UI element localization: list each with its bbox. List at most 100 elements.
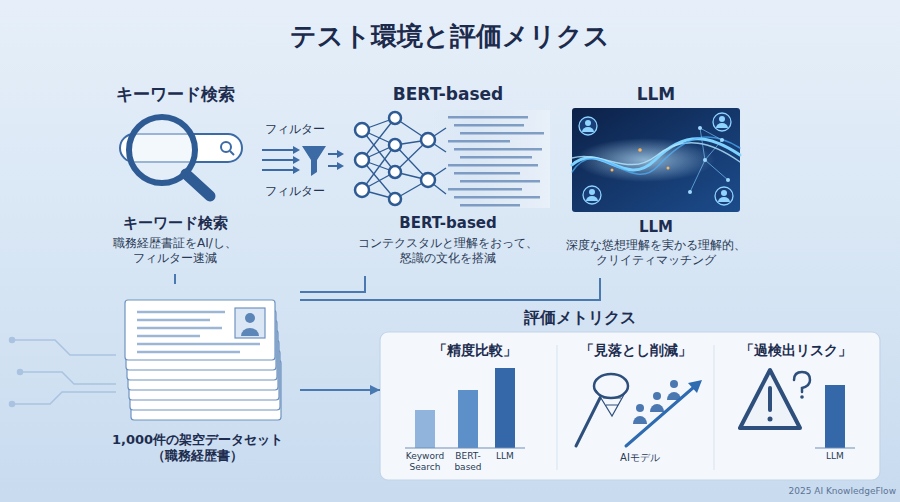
node-text: LLM: [815, 451, 855, 462]
node-text: 職務経歴書証をAI/し、 フィルター速減: [90, 236, 260, 266]
llm-image-part-part: [583, 186, 601, 204]
neural-network-part-part: [454, 196, 540, 199]
neural-network-part-part: [448, 188, 522, 191]
metric-section: 「精度比較」Keyword SearchBERT-basedLLM: [395, 338, 555, 478]
document-stack-part-part: [137, 335, 200, 338]
llm-image-part: [611, 148, 670, 171]
metrics-panel-frame-part: [380, 332, 880, 480]
document-stack: [125, 300, 281, 420]
node-heading: 「精度比較」: [395, 342, 555, 360]
node-text: コンテクスタルと理解をおって、 怒識の文化を搭減: [348, 236, 548, 266]
metrics-panel-frame-part: [714, 345, 715, 470]
watermark: 2025 AI KnowledgeFlow: [770, 486, 896, 497]
warning-icon-part: [800, 395, 804, 399]
llm-image-part-part: [698, 126, 702, 130]
document-stack-part: [137, 312, 260, 352]
neural-network-part-part: [448, 116, 528, 119]
connector: [300, 276, 365, 292]
filter-label: フィルター: [262, 122, 328, 137]
neural-network-part: [362, 118, 446, 199]
llm-image-part-part: [667, 167, 670, 170]
catch-net-icon-part: [576, 398, 600, 446]
metric-section: 「見落とし削減」 AIモデル: [560, 338, 712, 478]
node-text: 深度な慫想理解を実かる理解的、 クリイティマッチング: [556, 238, 756, 268]
catch-net-icon: [576, 374, 702, 446]
llm-image-part: [688, 126, 730, 194]
llm-image-part-part: [585, 120, 591, 126]
llm-image-part-part: [572, 143, 740, 165]
neural-network-part: [448, 116, 544, 207]
filter-arrows-part: [262, 169, 294, 171]
llm-image-part-part: [721, 190, 727, 196]
neural-network-part-part: [454, 124, 524, 127]
metrics-panel: 評価メトリクス「精度比較」Keyword SearchBERT-basedLLM…: [380, 306, 880, 480]
circuit-traces-part: [18, 370, 23, 375]
neural-network-part-part: [389, 112, 401, 124]
neural-network-part-part: [421, 173, 435, 187]
neural-network-part-part: [448, 140, 510, 143]
llm-image-part-part: [572, 139, 740, 170]
filter-arrows-part: [262, 149, 294, 151]
neural-network: [355, 110, 550, 208]
connector: [174, 274, 176, 284]
circuit-traces-part: [12, 340, 116, 355]
llm-image-part-part: [586, 196, 598, 201]
llm-image-part-part: [726, 178, 730, 182]
bar-chart: [405, 368, 525, 448]
neural-network-part: [355, 112, 435, 205]
filter-arrows-part: [293, 146, 300, 154]
bar-chart-part: [405, 448, 525, 449]
metrics-panel-frame-part: [557, 345, 558, 470]
llm-image-part-part: [700, 128, 705, 160]
catch-net-icon-part-part: [650, 404, 664, 412]
circuit-traces-part: [10, 338, 15, 343]
metrics-panel-frame: [380, 332, 880, 480]
node-heading: 「見落とし削減」: [560, 342, 712, 360]
neural-network-part-part: [355, 123, 369, 137]
llm-image-part-part: [705, 140, 722, 160]
warning-icon-part: [768, 388, 772, 410]
document-stack-part-part: [137, 319, 210, 322]
neural-network-part-part: [460, 156, 532, 159]
llm-image-part: [582, 116, 730, 202]
diagram-title: テスト環境と評価メリクス: [0, 20, 900, 53]
connector: [300, 389, 380, 391]
document-stack-part-part: [137, 343, 260, 346]
llm-image-part-part: [703, 158, 707, 162]
neural-network-part-part: [454, 172, 520, 175]
method-column: キーワード検索キーワード検索職務経歴書証をAI/し、 フィルター速減: [58, 82, 292, 274]
node-heading: 1,000件の架空データセット （職務経歴書）: [95, 432, 300, 465]
filter-arrows-part: [293, 156, 300, 164]
filter-arrows-part: [328, 165, 338, 167]
filter-arrows-part: [337, 150, 344, 158]
llm-image-part: [690, 128, 728, 192]
catch-net-icon-part: [688, 380, 702, 393]
llm-image-part-part: [579, 117, 597, 135]
neural-network-part: [432, 110, 550, 208]
llm-image-part-part: [718, 197, 730, 202]
filter-arrows-part: [262, 159, 294, 161]
magnifier-icon-part: [221, 142, 231, 152]
node-heading: 「過検出リスク」: [716, 342, 875, 360]
warning-icon-part: [815, 448, 855, 449]
llm-image-part-part: [582, 127, 594, 132]
document-stack-part-part: [137, 351, 240, 354]
metric-section: 「過検出リスク」 LLM: [716, 338, 875, 478]
filter-arrows-part: [337, 162, 344, 170]
method-column: LLMLLM深度な慫想理解を実かる理解的、 クリイティマッチング: [556, 82, 756, 278]
llm-image: [572, 108, 740, 212]
neural-network-part-part: [448, 164, 538, 167]
node-text: LLM: [556, 218, 756, 237]
magnifier-icon-part: [230, 151, 234, 155]
warning-icon: [740, 370, 855, 448]
document-stack-part-part: [137, 311, 225, 314]
document-stack-part: [241, 328, 259, 336]
node-text: AIモデル: [600, 452, 680, 465]
bar-chart-part: [495, 368, 515, 448]
warning-icon-part: [825, 385, 845, 448]
node-text: BERT-based: [345, 214, 551, 233]
warning-icon-part: [740, 370, 800, 428]
llm-image-part: [579, 113, 733, 205]
dataset-box: 1,000件の架空データセット （職務経歴書）: [95, 284, 300, 474]
